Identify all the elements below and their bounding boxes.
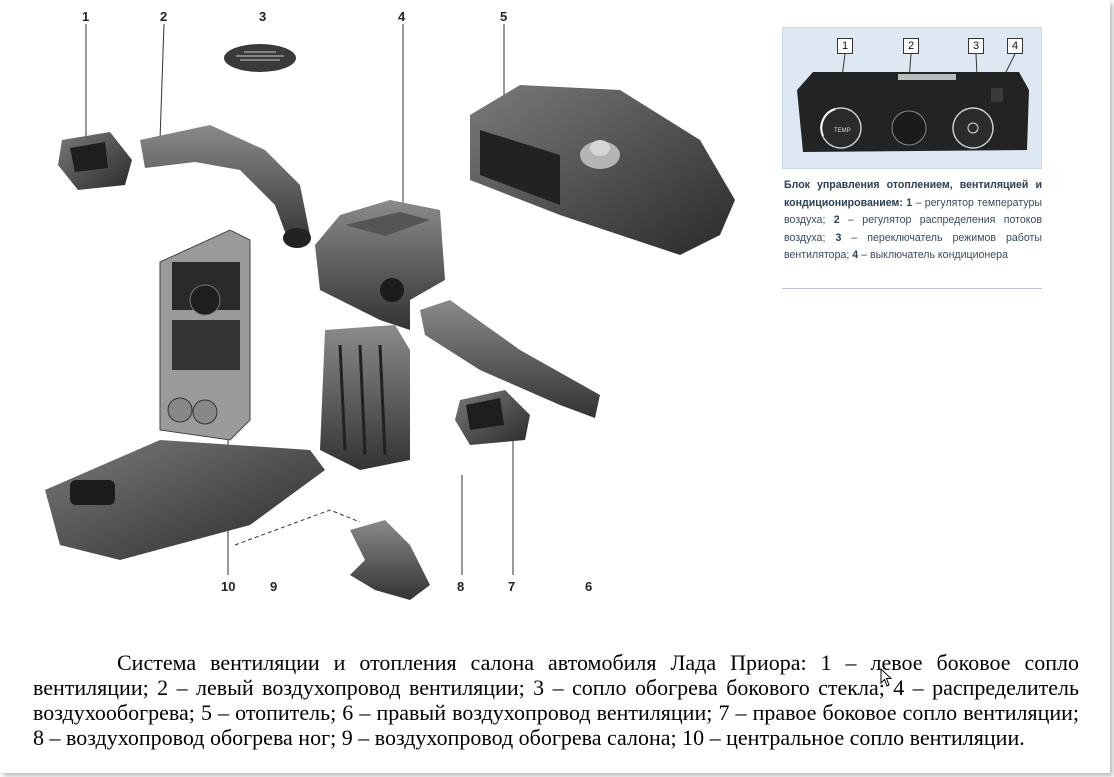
left-side-nozzle xyxy=(58,132,132,190)
inset-caption-num-2: 2 xyxy=(833,214,840,226)
inset-caption-text-4: – выключатель кондиционера xyxy=(861,249,1008,261)
right-side-nozzle xyxy=(455,390,530,445)
figure-caption: Система вентиляции и отопления салона ав… xyxy=(33,650,1079,750)
callout-1: 1 xyxy=(82,9,90,24)
callout-8: 8 xyxy=(457,579,465,594)
side-window-nozzle xyxy=(224,44,296,72)
inset-label-1: 1 xyxy=(837,38,853,54)
foot-heating-duct xyxy=(320,325,410,470)
inset-label-2: 2 xyxy=(903,38,919,54)
right-air-duct xyxy=(420,300,600,418)
inset-caption-num-1: 1 xyxy=(906,196,913,209)
inset-caption-text-3: – переключатель режимов работы вентилято… xyxy=(784,231,1042,262)
inset-caption-title: Блок управления отоплением, вентиляцией … xyxy=(784,179,1042,209)
heater-unit xyxy=(470,85,735,255)
callout-7: 7 xyxy=(508,579,516,594)
callout-9: 9 xyxy=(270,579,278,594)
control-panel-illustration: TEMP xyxy=(797,53,1029,152)
callout-2: 2 xyxy=(160,9,168,24)
callout-4: 4 xyxy=(398,9,406,24)
inset-caption-num-4: 4 xyxy=(852,249,859,261)
inset-label-4: 4 xyxy=(1007,38,1023,54)
temp-knob-label: TEMP xyxy=(834,128,851,134)
inset-caption-text-2: – регулятор распределения потоков воздух… xyxy=(784,214,1042,244)
callout-5: 5 xyxy=(500,9,508,24)
callout-10: 10 xyxy=(221,579,236,594)
inset-label-3: 3 xyxy=(968,38,984,54)
inset-caption-text-1: – регулятор температуры воздуха; xyxy=(784,196,1042,227)
callout-3: 3 xyxy=(259,9,267,24)
left-air-duct xyxy=(140,125,311,248)
callout-6: 6 xyxy=(585,579,593,594)
inset-divider xyxy=(782,288,1042,289)
control-unit-photo: TEMP 1 2 3 4 xyxy=(782,27,1042,169)
air-distributor xyxy=(315,200,445,330)
inset-caption: Блок управления отоплением, вентиляцией … xyxy=(784,177,1042,265)
cabin-heating-duct xyxy=(350,520,430,600)
ventilation-system-diagram xyxy=(45,23,735,600)
inset-caption-num-3: 3 xyxy=(835,231,842,244)
mouse-cursor-icon xyxy=(880,668,893,687)
control-unit-inset: TEMP 1 2 3 4 Блок управления отоплением,… xyxy=(782,27,1042,289)
center-console xyxy=(45,229,325,560)
